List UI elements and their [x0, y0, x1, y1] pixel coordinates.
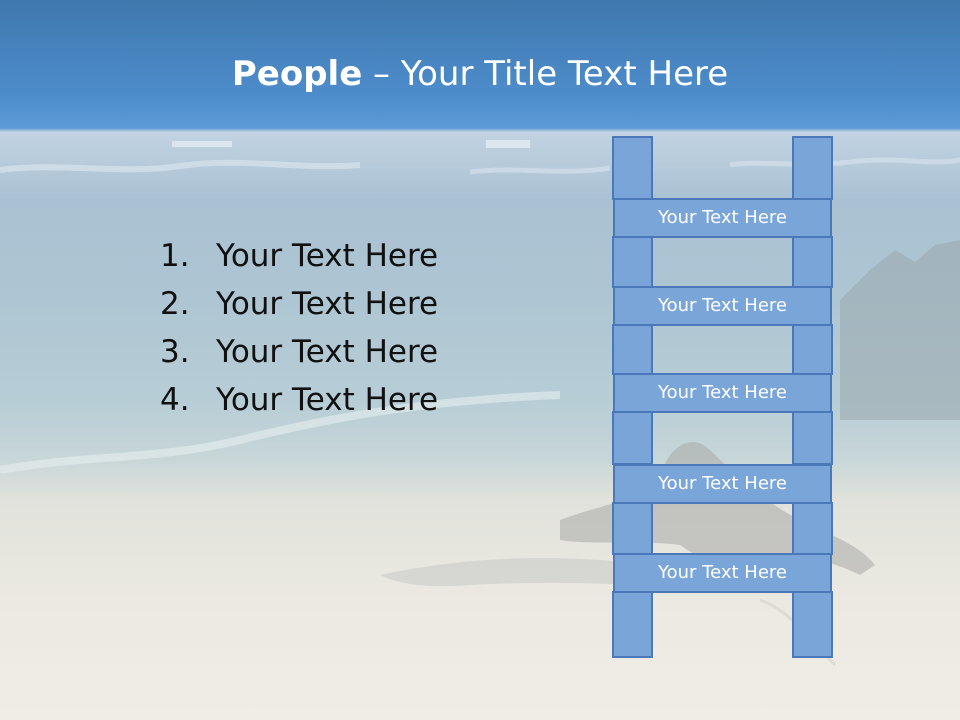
ladder-left-rail — [612, 136, 653, 200]
ladder-rung: Your Text Here — [613, 286, 832, 326]
list-item-number: 1. — [160, 238, 190, 274]
list-item: 1. Your Text Here — [160, 232, 438, 280]
list-item-text: Your Text Here — [216, 334, 439, 370]
ladder-right-rail — [792, 591, 833, 658]
ladder-right-rail — [792, 411, 833, 465]
list-item-number: 4. — [160, 382, 190, 418]
list-item-number: 3. — [160, 334, 190, 370]
numbered-list: 1. Your Text Here 2. Your Text Here 3. Your… — [160, 232, 438, 424]
ladder-left-rail — [612, 236, 653, 288]
list-item-text: Your Text Here — [216, 286, 439, 322]
list-item: 2. Your Text Here — [160, 280, 438, 328]
title-bold-part: People — [231, 54, 363, 94]
list-item-text: Your Text Here — [216, 382, 439, 418]
ladder-rung: Your Text Here — [613, 373, 832, 413]
ladder-left-rail — [612, 411, 653, 465]
ladder-left-rail — [612, 324, 653, 375]
title-rest: – Your Title Text Here — [362, 54, 729, 94]
list-item: 3. Your Text Here — [160, 328, 438, 376]
ladder-left-rail — [612, 502, 653, 555]
ladder-rung: Your Text Here — [613, 198, 832, 238]
ladder-left-rail — [612, 591, 653, 658]
ladder-right-rail — [792, 502, 833, 555]
ladder-right-rail — [792, 324, 833, 375]
ladder-rung: Your Text Here — [613, 464, 832, 504]
list-item-number: 2. — [160, 286, 190, 322]
ladder-rung: Your Text Here — [613, 553, 832, 593]
ladder-right-rail — [792, 236, 833, 288]
list-item: 4. Your Text Here — [160, 376, 438, 424]
ladder-right-rail — [792, 136, 833, 200]
slide-title: People – Your Title Text Here — [0, 52, 960, 96]
list-item-text: Your Text Here — [216, 238, 439, 274]
